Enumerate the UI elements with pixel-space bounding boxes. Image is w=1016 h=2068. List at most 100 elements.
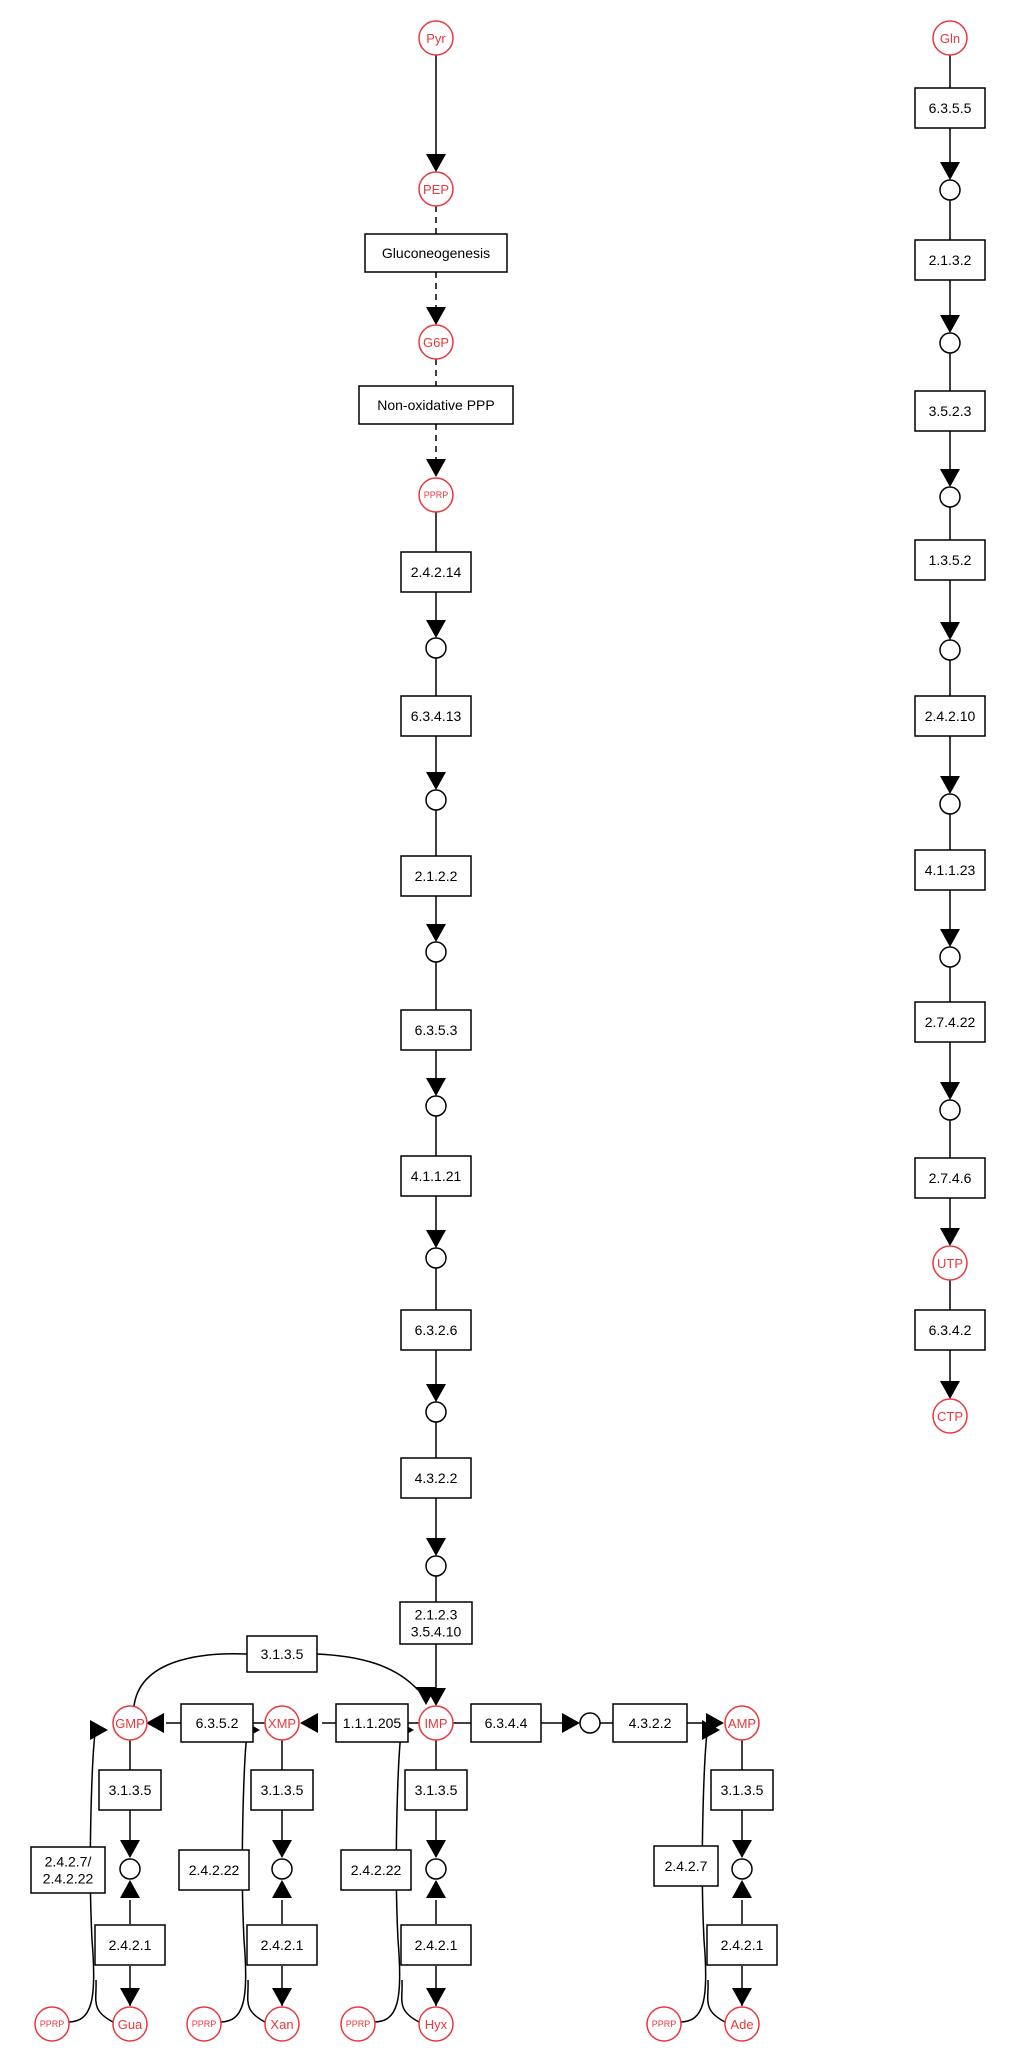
enzyme-ec-6-3-4-2[interactable]: 6.3.4.2 (914, 1309, 986, 1351)
enzyme-ec-2-4-2-1-hyx[interactable]: 2.4.2.1 (400, 1924, 472, 1966)
enzyme-prt-xan-label: 2.4.2.22 (189, 1862, 240, 1878)
enzyme-ec-6-3-5-5[interactable]: 6.3.5.5 (914, 87, 986, 129)
metabolite-g6p[interactable]: G6P (418, 324, 454, 360)
arrow-amp-junction (732, 1840, 752, 1858)
enzyme-ec-4-1-1-21[interactable]: 4.1.1.21 (400, 1155, 472, 1197)
enzyme-ec-2-7-4-6[interactable]: 2.7.4.6 (914, 1157, 986, 1199)
enzyme-prt-gua[interactable]: 2.4.2.7/2.4.2.22 (30, 1846, 106, 1894)
arrow-pyr-step-3 (940, 469, 960, 487)
enzyme-ec-1-3-5-2-box (914, 539, 986, 581)
enzyme-prt-hyx-box (340, 1849, 412, 1891)
enzyme-ec-2-7-4-22[interactable]: 2.7.4.22 (914, 1001, 986, 1043)
arrow-prpp (426, 459, 446, 477)
metabolite-gmp[interactable]: GMP (112, 1705, 148, 1741)
enzyme-ec-6-3-4-13-box (400, 695, 472, 737)
process-gluconeogenesis-box (364, 233, 508, 273)
edge-gua-prt-curve (67, 1732, 96, 2023)
metabolite-hyx[interactable]: Hyx (418, 2006, 454, 2042)
enzyme-ec-4-3-2-2-amp[interactable]: 4.3.2.2 (612, 1703, 688, 1743)
metabolite-prpp-top[interactable]: PPRP (418, 477, 454, 513)
enzyme-ec-2-4-2-1-ade-box (706, 1924, 778, 1966)
enzyme-prt-hyx[interactable]: 2.4.2.22 (340, 1849, 412, 1891)
metabolite-ctp-circle (932, 1398, 968, 1434)
enzyme-ec-2-1-2-3-3-5-4-10[interactable]: 2.1.2.33.5.4.10 (399, 1601, 473, 1645)
enzyme-ec-6-3-5-2[interactable]: 6.3.5.2 (180, 1703, 254, 1743)
edge-ade-prt-curve (679, 1732, 708, 2023)
enzyme-ec-6-3-5-2-label: 6.3.5.2 (196, 1715, 239, 1731)
enzyme-ec-6-3-4-4[interactable]: 6.3.4.4 (470, 1703, 542, 1743)
enzyme-ec-2-1-3-2[interactable]: 2.1.3.2 (914, 239, 986, 281)
metabolite-xmp[interactable]: XMP (264, 1705, 300, 1741)
arrow-pyr-step-2 (940, 315, 960, 333)
enzyme-prt-gua-box (30, 1846, 106, 1894)
enzyme-ec-6-3-2-6[interactable]: 6.3.2.6 (400, 1309, 472, 1351)
edge-gua-prt-base (95, 1979, 114, 2023)
metabolite-prpp-gua-label: PPRP (40, 2019, 65, 2029)
enzyme-ec-3-1-3-5-amp[interactable]: 3.1.3.5 (710, 1769, 774, 1811)
enzyme-ec-6-3-5-3[interactable]: 6.3.5.3 (400, 1009, 472, 1051)
metabolite-xan[interactable]: Xan (264, 2006, 300, 2042)
enzyme-ec-2-7-4-6-label: 2.7.4.6 (929, 1170, 972, 1186)
enzyme-ec-1-1-1-205[interactable]: 1.1.1.205 (335, 1703, 409, 1743)
process-gluconeogenesis[interactable]: Gluconeogenesis (364, 233, 508, 273)
enzyme-ec-2-7-4-22-box (914, 1001, 986, 1043)
enzyme-ec-2-4-2-1-xan[interactable]: 2.4.2.1 (246, 1924, 318, 1966)
arrow-ade-junction (732, 1880, 752, 1898)
metabolite-pyr[interactable]: Pyr (418, 20, 454, 56)
metabolite-hyx-circle (418, 2006, 454, 2042)
enzyme-ec-2-4-2-1-gua[interactable]: 2.4.2.1 (94, 1924, 166, 1966)
arrow-gmp-junction (120, 1840, 140, 1858)
metabolite-gln-label: Gln (940, 31, 960, 46)
metabolite-imp[interactable]: IMP (418, 1705, 454, 1741)
enzyme-ec-2-4-2-1-xan-box (246, 1924, 318, 1966)
enzyme-ec-3-1-3-5-xmp[interactable]: 3.1.3.5 (250, 1769, 314, 1811)
enzyme-ec-2-4-2-1-ade[interactable]: 2.4.2.1 (706, 1924, 778, 1966)
process-non-oxidative-ppp[interactable]: Non-oxidative PPP (358, 385, 514, 425)
arrow-step-1 (426, 620, 446, 638)
edge-3135-imp-curve (316, 1653, 419, 1691)
enzyme-ec-4-3-2-2-main[interactable]: 4.3.2.2 (400, 1457, 472, 1499)
metabolite-xan-circle (264, 2006, 300, 2042)
arrow-gua-junction (120, 1880, 140, 1898)
enzyme-ec-2-1-2-2-label: 2.1.2.2 (415, 868, 458, 884)
enzyme-prt-xan[interactable]: 2.4.2.22 (178, 1849, 250, 1891)
enzyme-ec-4-1-1-23[interactable]: 4.1.1.23 (914, 849, 986, 891)
enzyme-ec-2-4-2-10[interactable]: 2.4.2.10 (914, 695, 986, 737)
enzyme-ec-3-5-2-3[interactable]: 3.5.2.3 (914, 390, 986, 432)
enzyme-ec-1-3-5-2-label: 1.3.5.2 (929, 552, 972, 568)
arrow-step-7 (426, 1538, 446, 1556)
metabolite-ctp[interactable]: CTP (932, 1398, 968, 1434)
enzyme-ec-1-3-5-2[interactable]: 1.3.5.2 (914, 539, 986, 581)
metabolite-gln[interactable]: Gln (932, 20, 968, 56)
metabolite-pyr-circle (418, 20, 454, 56)
enzyme-ec-6-3-2-6-label: 6.3.2.6 (415, 1322, 458, 1338)
enzyme-ec-1-1-1-205-label: 1.1.1.205 (343, 1715, 402, 1731)
enzyme-ec-3-1-3-5-top[interactable]: 3.1.3.5 (246, 1635, 318, 1673)
enzyme-ec-3-1-3-5-imp[interactable]: 3.1.3.5 (404, 1769, 468, 1811)
metabolite-utp[interactable]: UTP (932, 1245, 968, 1281)
enzyme-ec-4-3-2-2-main-label: 4.3.2.2 (415, 1470, 458, 1486)
metabolite-prpp-xan[interactable]: PPRP (186, 2006, 222, 2042)
enzyme-ec-2-1-3-2-label: 2.1.3.2 (929, 252, 972, 268)
metabolite-ctp-label: CTP (937, 1409, 963, 1424)
metabolite-ade[interactable]: Ade (724, 2006, 760, 2042)
enzyme-ec-2-1-2-2[interactable]: 2.1.2.2 (400, 855, 472, 897)
arrow-pyr-step-4 (940, 622, 960, 640)
enzyme-ec-2-1-2-3-3-5-4-10-label-2: 3.5.4.10 (411, 1624, 462, 1640)
metabolite-pep[interactable]: PEP (418, 171, 454, 207)
enzyme-ec-3-1-3-5-gmp[interactable]: 3.1.3.5 (98, 1769, 162, 1811)
junction-main-1 (425, 637, 447, 659)
metabolite-amp[interactable]: AMP (724, 1705, 760, 1741)
metabolite-prpp-gua[interactable]: PPRP (34, 2006, 70, 2042)
enzyme-prt-ade[interactable]: 2.4.2.7 (653, 1845, 719, 1887)
edge-xan-prt-curve (219, 1732, 248, 2023)
enzyme-ec-2-4-2-14[interactable]: 2.4.2.14 (400, 551, 472, 593)
metabolite-gua[interactable]: Gua (112, 2006, 148, 2042)
junction-main-3 (425, 941, 447, 963)
enzyme-ec-6-3-4-13[interactable]: 6.3.4.13 (400, 695, 472, 737)
enzyme-ec-2-1-2-2-box (400, 855, 472, 897)
metabolite-prpp-hyx[interactable]: PPRP (340, 2006, 376, 2042)
metabolite-prpp-ade[interactable]: PPRP (646, 2006, 682, 2042)
